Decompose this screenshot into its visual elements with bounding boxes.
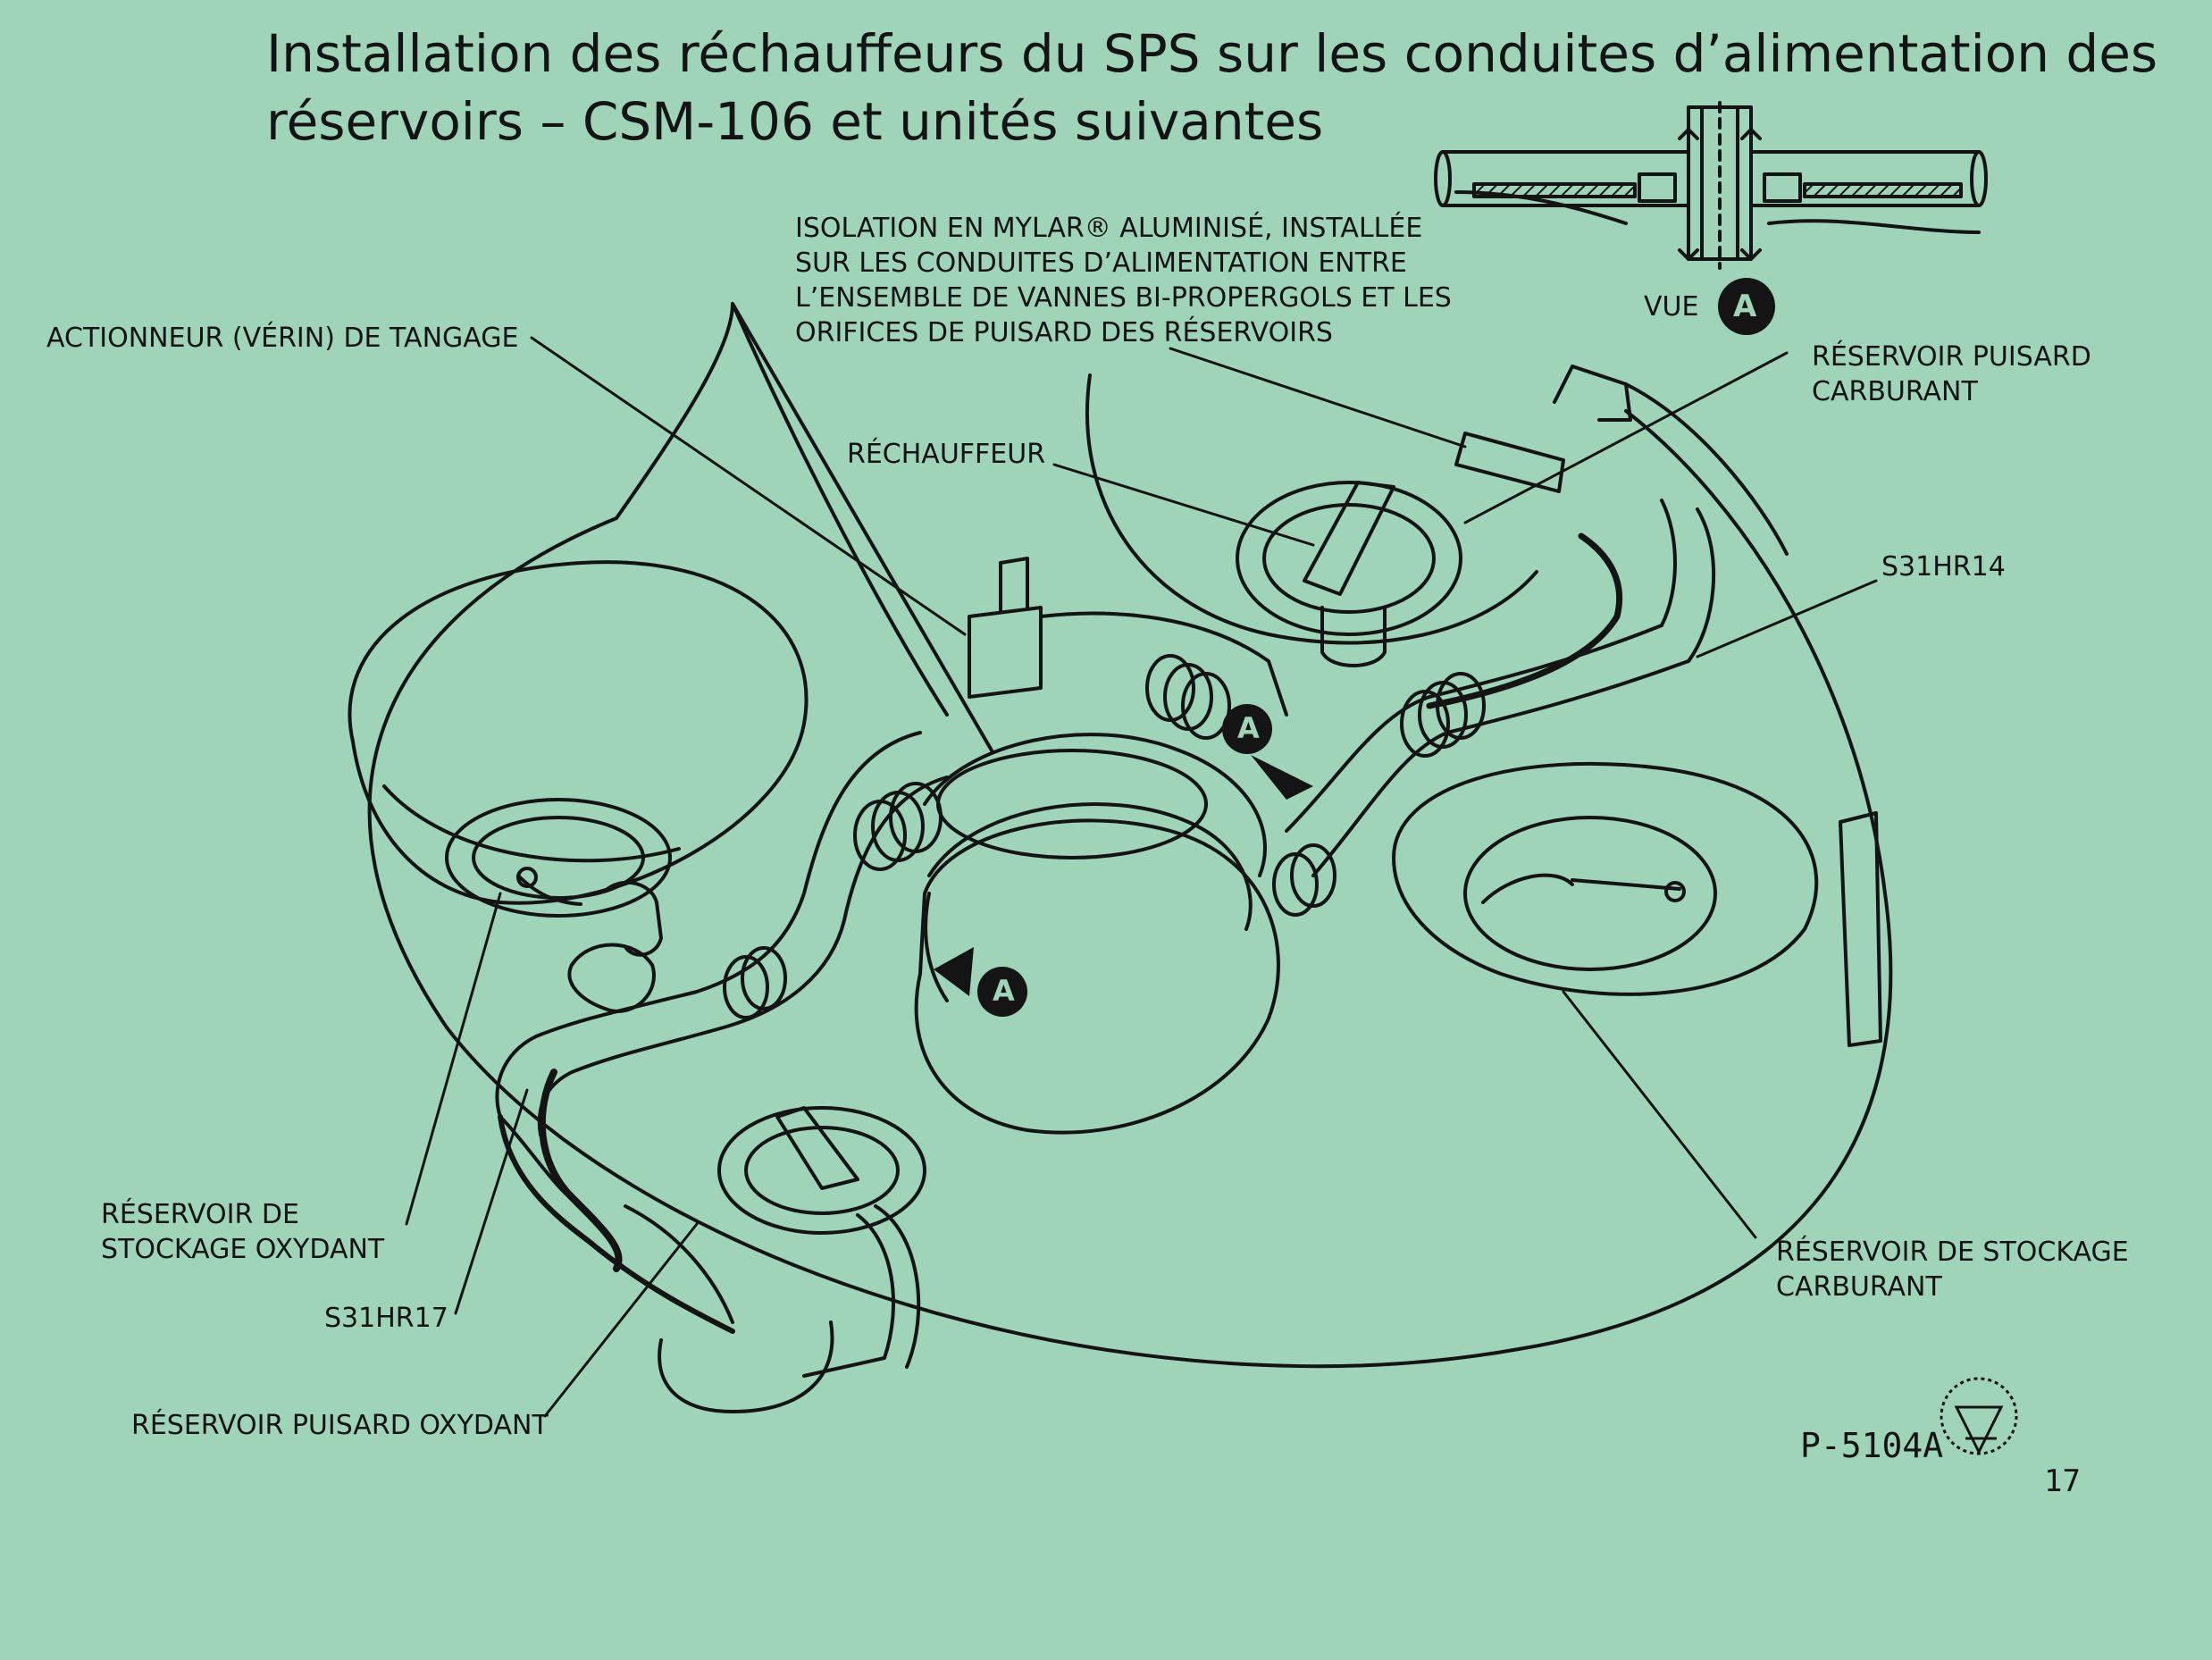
fuel-sump-tank bbox=[1085, 373, 1565, 667]
leader-fuel-storage bbox=[1562, 990, 1757, 1239]
ox-bellows bbox=[723, 782, 943, 1019]
label-mylar-insulation-line-1: ISOLATION EN MYLAR® ALUMINISÉ, INSTALLÉE bbox=[795, 213, 1423, 244]
label-s31hr14: S31HR14 bbox=[1881, 551, 2006, 583]
label-oxidizer-storage-tank: RÉSERVOIR DE STOCKAGE OXYDANT bbox=[101, 1197, 384, 1267]
label-fuel-storage-tank: RÉSERVOIR DE STOCKAGE CARBURANT bbox=[1776, 1235, 2129, 1304]
leader-s31hr14 bbox=[1696, 579, 1878, 658]
fuel-feedline bbox=[1285, 499, 1716, 877]
label-view-letter: A bbox=[1733, 289, 1757, 324]
fuel-storage-tank bbox=[1392, 761, 1819, 996]
leader-insulation bbox=[1169, 347, 1467, 449]
leader-actuator bbox=[530, 336, 967, 636]
view-a-hatched-left bbox=[1472, 182, 1637, 198]
arrow-a2-letter: A bbox=[993, 974, 1015, 1008]
bulkhead-wedge bbox=[731, 302, 949, 717]
fuel-feedline-mylar bbox=[1426, 532, 1623, 709]
page-number: 17 bbox=[2044, 1463, 2081, 1499]
arrow-a1-badge bbox=[1222, 704, 1272, 754]
label-pitch-actuator: ACTIONNEUR (VÉRIN) DE TANGAGE bbox=[46, 323, 519, 354]
label-view: VUE bbox=[1644, 291, 1699, 323]
view-a-hatched-right bbox=[1803, 182, 1963, 198]
label-fuel-sump-tank-line-1: RÉSERVOIR PUISARD bbox=[1812, 341, 2091, 373]
side-panel bbox=[1839, 811, 1882, 1047]
label-fuel-storage-tank-line-1: RÉSERVOIR DE STOCKAGE bbox=[1776, 1237, 2129, 1268]
label-mylar-insulation-line-3: L’ENSEMBLE DE VANNES BI-PROPERGOLS ET LE… bbox=[795, 282, 1452, 314]
figure-title: Installation des réchauffeurs du SPS sur… bbox=[266, 20, 2187, 155]
arrow-a2-badge bbox=[977, 967, 1027, 1017]
arrow-a1-letter: A bbox=[1237, 711, 1260, 745]
label-mylar-insulation-line-4: ORIFICES DE PUISARD DES RÉSERVOIRS bbox=[795, 317, 1333, 348]
label-oxidizer-storage-tank-line-2: STOCKAGE OXYDANT bbox=[101, 1234, 385, 1265]
figure-title-line-2: réservoirs – CSM-106 et unités suivantes bbox=[266, 91, 1324, 152]
bulkhead-outline bbox=[367, 409, 1893, 1369]
apollo-logistics-logo bbox=[1940, 1377, 2018, 1455]
leader-heater bbox=[1052, 463, 1315, 547]
label-oxidizer-sump-tank: RÉSERVOIR PUISARD OXYDANT bbox=[131, 1410, 549, 1441]
oxidizer-storage-tank bbox=[348, 560, 809, 957]
gimbal-ring bbox=[923, 733, 1267, 931]
leader-ox-sump bbox=[543, 1222, 699, 1418]
label-oxidizer-storage-tank-line-1: RÉSERVOIR DE bbox=[101, 1199, 299, 1230]
label-heater: RÉCHAUFFEUR bbox=[847, 439, 1046, 470]
fuel-bellows bbox=[1272, 672, 1486, 917]
label-fuel-storage-tank-line-2: CARBURANT bbox=[1776, 1271, 1942, 1303]
engine-nozzle-disc bbox=[914, 818, 1280, 1135]
label-mylar-insulation: ISOLATION EN MYLAR® ALUMINISÉ, INSTALLÉE… bbox=[795, 211, 1452, 350]
arrow-a2-head bbox=[934, 947, 974, 996]
oxidizer-feedline bbox=[495, 731, 949, 1334]
leader-ox-storage bbox=[405, 892, 502, 1226]
label-fuel-sump-tank: RÉSERVOIR PUISARD CARBURANT bbox=[1812, 340, 2091, 409]
view-a-inset bbox=[1434, 101, 1988, 270]
bulkhead-top-edge bbox=[615, 302, 993, 752]
view-a-markers bbox=[934, 278, 1775, 1017]
label-fuel-sump-tank-line-2: CARBURANT bbox=[1812, 376, 1978, 407]
leader-lines bbox=[405, 336, 1878, 1418]
ox-heater-strip bbox=[538, 1069, 623, 1272]
leader-fuel-sump bbox=[1463, 351, 1789, 524]
arrow-a1-head bbox=[1251, 755, 1313, 800]
figure-title-line-1: Installation des réchauffeurs du SPS sur… bbox=[266, 23, 2158, 84]
label-s31hr17: S31HR17 bbox=[324, 1303, 448, 1334]
leader-s31hr17 bbox=[454, 1088, 529, 1315]
label-mylar-insulation-line-2: SUR LES CONDUITES D’ALIMENTATION ENTRE bbox=[795, 247, 1407, 279]
upper-bellows bbox=[1145, 654, 1231, 740]
view-a-badge bbox=[1718, 278, 1775, 335]
oxidizer-sump-tank bbox=[624, 1106, 926, 1413]
figure-code: P-5104A bbox=[1800, 1426, 1944, 1465]
